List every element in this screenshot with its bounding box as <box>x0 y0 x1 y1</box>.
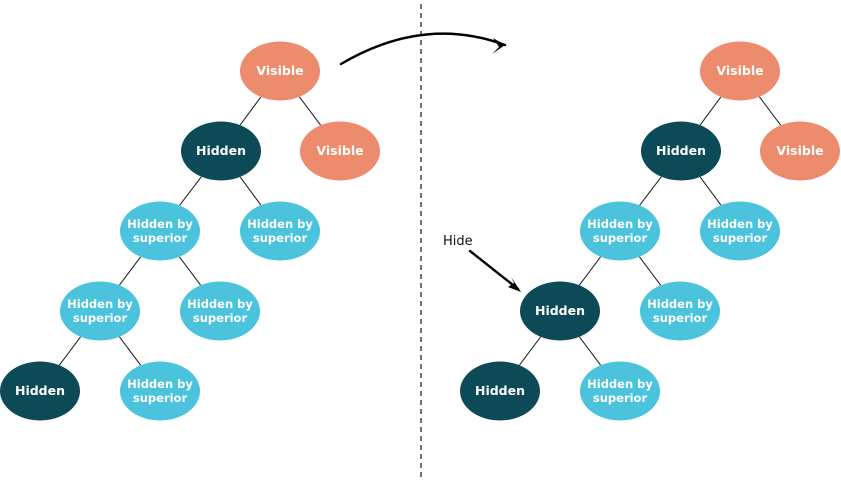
node-ellipse[interactable] <box>300 121 380 181</box>
node-visible-l2[interactable]: Visible <box>300 121 380 181</box>
node-visible-l2[interactable]: Visible <box>760 121 840 181</box>
node-ellipse[interactable] <box>700 201 780 261</box>
tree-edge <box>58 336 82 366</box>
node-ellipse[interactable] <box>120 361 200 421</box>
transform-arrow <box>339 32 507 66</box>
node-hidden-l5[interactable]: Hidden <box>460 361 540 421</box>
hide-arrow-head <box>508 277 521 292</box>
node-ellipse[interactable] <box>580 361 660 421</box>
node-ellipse[interactable] <box>120 201 200 261</box>
node-ellipse[interactable] <box>460 361 540 421</box>
node-visible-root[interactable]: Visible <box>240 41 320 101</box>
tree-edge <box>118 256 142 286</box>
node-label: Hidden <box>15 383 65 398</box>
node-label: Visible <box>716 63 763 78</box>
hide-arrow-line <box>468 249 520 291</box>
node-ellipse[interactable] <box>0 361 80 421</box>
transform-arrow-head <box>492 38 505 54</box>
tree-edge <box>638 256 662 286</box>
tree-edge <box>178 256 202 286</box>
node-ellipse[interactable] <box>640 281 720 341</box>
node-label: Hidden <box>196 143 246 158</box>
node-hidden-l2[interactable]: Hidden <box>641 121 721 181</box>
node-ellipse[interactable] <box>60 281 140 341</box>
node-label: Visible <box>256 63 303 78</box>
hide-annotation: Hide <box>443 234 521 292</box>
tree-edge <box>118 336 142 366</box>
node-ellipse[interactable] <box>520 281 600 341</box>
tree-edge <box>758 96 782 126</box>
node-hidden-l4-left[interactable]: Hidden <box>520 281 600 341</box>
node-label: Visible <box>776 143 823 158</box>
node-ellipse[interactable] <box>240 41 320 101</box>
node-ellipse[interactable] <box>641 121 721 181</box>
node-ellipse[interactable] <box>181 121 261 181</box>
transform-arrow-curve <box>339 32 507 66</box>
tree-edge <box>578 256 602 286</box>
tree-edge <box>239 176 262 206</box>
node-ellipse[interactable] <box>760 121 840 181</box>
tree-edge <box>699 96 722 126</box>
node-ellipse[interactable] <box>180 281 260 341</box>
tree-edge <box>578 336 602 366</box>
node-visible-root[interactable]: Visible <box>700 41 780 101</box>
node-hidden-l2[interactable]: Hidden <box>181 121 261 181</box>
tree-edge <box>298 96 322 126</box>
node-label: Hidden <box>656 143 706 158</box>
node-hidden-l5[interactable]: Hidden <box>0 361 80 421</box>
tree-edge <box>699 176 722 206</box>
tree-edge <box>639 176 662 206</box>
edges-layer <box>58 96 782 366</box>
tree-edge <box>239 96 262 126</box>
node-label: Hidden <box>475 383 525 398</box>
node-ellipse[interactable] <box>580 201 660 261</box>
hide-label: Hide <box>443 234 473 249</box>
node-label: Hidden <box>535 303 585 318</box>
tree-edge <box>179 176 202 206</box>
node-ellipse[interactable] <box>700 41 780 101</box>
tree-edge <box>518 336 542 366</box>
node-ellipse[interactable] <box>240 201 320 261</box>
node-label: Visible <box>316 143 363 158</box>
